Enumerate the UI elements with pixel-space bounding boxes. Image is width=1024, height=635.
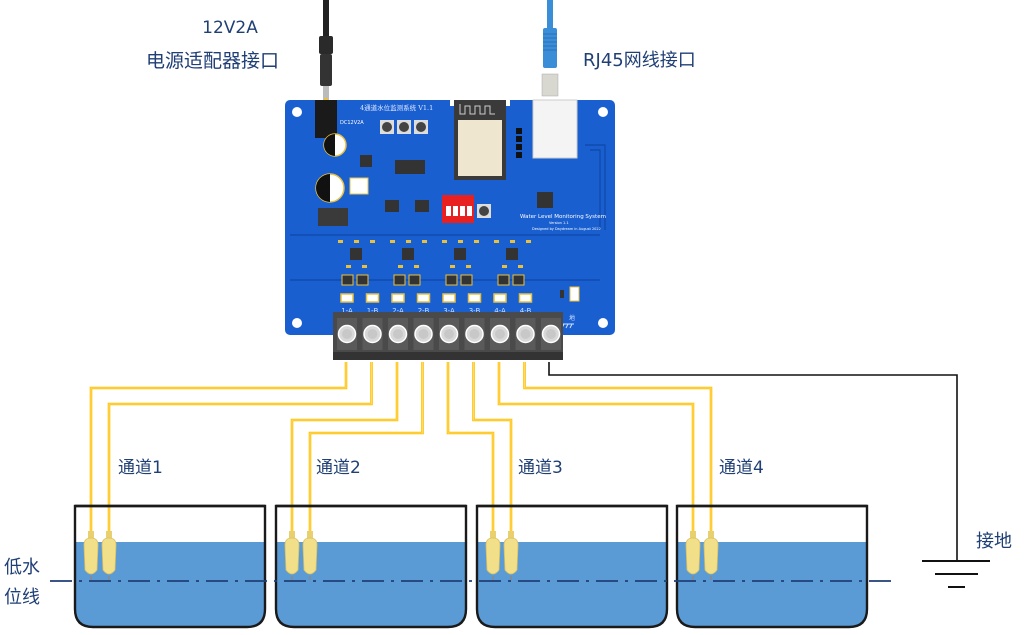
terminal-label: 1-A: [341, 307, 353, 315]
tank-outline: [274, 504, 468, 629]
capacitor-icon: [315, 173, 345, 203]
terminal-screw: [413, 318, 434, 350]
status-led-icon: [518, 293, 533, 303]
probe-icon: [503, 531, 519, 580]
probe-icon: [485, 531, 501, 580]
terminal-block: [333, 312, 563, 360]
capacitor-icon: [323, 133, 347, 157]
power-adapter-plug: [319, 0, 333, 102]
water-tank: [675, 504, 869, 629]
probe-wire: [89, 362, 348, 540]
water-fill: [477, 542, 667, 627]
terminal-label: 1-B: [367, 307, 379, 315]
terminal-screw: [464, 318, 485, 350]
mount-hole-icon: [598, 107, 608, 117]
rj45-port-label: RJ45网线接口: [583, 50, 696, 71]
mount-hole-icon: [292, 107, 302, 117]
system-name-silk: Water Level Monitoring System: [520, 214, 606, 220]
probe-wire-highlight: [108, 362, 372, 540]
push-button-icon: [414, 120, 428, 134]
terminal-label: 3-B: [469, 307, 481, 315]
mount-hole-icon: [292, 318, 302, 328]
push-button-icon: [477, 204, 491, 218]
terminal-label: 4-A: [494, 307, 506, 315]
terminal-label: 2-A: [392, 307, 404, 315]
probe-wire: [523, 362, 713, 540]
designer-silk: Designed by Daydream in August 2022: [532, 227, 601, 231]
dc-jack: [315, 100, 337, 138]
probe-icon: [302, 531, 318, 580]
ground-label: 接地: [976, 531, 1012, 552]
tank-outline: [73, 504, 267, 629]
low-level-label-line2: 位线: [4, 587, 40, 608]
probe-wire-highlight: [447, 362, 494, 540]
probe-wire-highlight: [291, 362, 398, 540]
status-led-icon: [340, 293, 354, 303]
probe-icon: [101, 531, 117, 580]
probe-wire-highlight: [309, 362, 423, 540]
ground-terminal-silk: 地: [569, 314, 575, 322]
channel-3-label: 通道3: [518, 458, 563, 478]
version-silk: Version 1.1: [549, 221, 569, 225]
power-port-label: 电源适配器接口: [146, 50, 280, 72]
probe-wire-highlight: [473, 362, 512, 540]
probe-icon: [703, 531, 719, 580]
rj45-socket: [532, 99, 578, 159]
channel-circuit: [442, 240, 479, 286]
terminal-screw: [490, 318, 510, 350]
probe-wire: [446, 362, 495, 540]
probe-icon: [685, 531, 701, 580]
status-led-icon: [416, 293, 431, 303]
status-led-icon: [391, 293, 405, 303]
power-voltage-label: 12V2A: [202, 18, 258, 38]
terminal-screw: [439, 318, 459, 350]
tank-outline: [675, 504, 869, 629]
channel-1-label: 通道1: [118, 458, 163, 478]
rj45-cable: [541, 0, 559, 97]
ground-symbol-icon: [922, 560, 990, 588]
water-tank: [475, 504, 669, 629]
water-tank: [73, 504, 267, 629]
dip-switch: [442, 195, 474, 223]
terminal-screw: [337, 318, 357, 350]
channel-circuit: [338, 240, 375, 286]
probe-wire-highlight: [90, 362, 347, 540]
probe-wire-highlight: [498, 362, 694, 540]
terminal-label: 2-B: [418, 307, 430, 315]
ground-wire: [548, 362, 958, 561]
terminal-label: 3-A: [443, 307, 455, 315]
probe-icon: [83, 531, 99, 580]
status-led-icon: [442, 293, 456, 303]
tank-outline: [475, 504, 669, 629]
push-button-icon: [397, 120, 411, 134]
status-led-icon: [493, 293, 507, 303]
channel-2-label: 通道2: [316, 458, 361, 478]
ground-terminal-screw: [541, 318, 561, 350]
status-led-icon: [365, 293, 380, 303]
water-fill: [677, 542, 867, 627]
status-led-icon: [467, 293, 482, 303]
mount-hole-icon: [598, 318, 608, 328]
wifi-module: [454, 100, 506, 180]
probe-icon: [284, 531, 300, 580]
terminal-screw: [515, 318, 536, 350]
terminal-screw: [362, 318, 383, 350]
channel-circuit: [494, 240, 531, 286]
channel-circuit: [390, 240, 427, 286]
terminal-screw: [388, 318, 408, 350]
pcb-board: DC12V2A 4通道水位监测系统 V1.1: [285, 98, 615, 335]
dc-jack-silk: DC12V2A: [340, 120, 364, 126]
water-fill: [276, 542, 466, 627]
terminal-label: 4-B: [520, 307, 532, 315]
probe-wire-highlight: [524, 362, 712, 540]
low-level-label-line1: 低水: [4, 557, 40, 578]
push-button-icon: [380, 120, 394, 134]
water-tank: [274, 504, 468, 629]
channel-4-label: 通道4: [719, 458, 764, 478]
water-fill: [75, 542, 265, 627]
board-title: 4通道水位监测系统 V1.1: [360, 103, 433, 112]
